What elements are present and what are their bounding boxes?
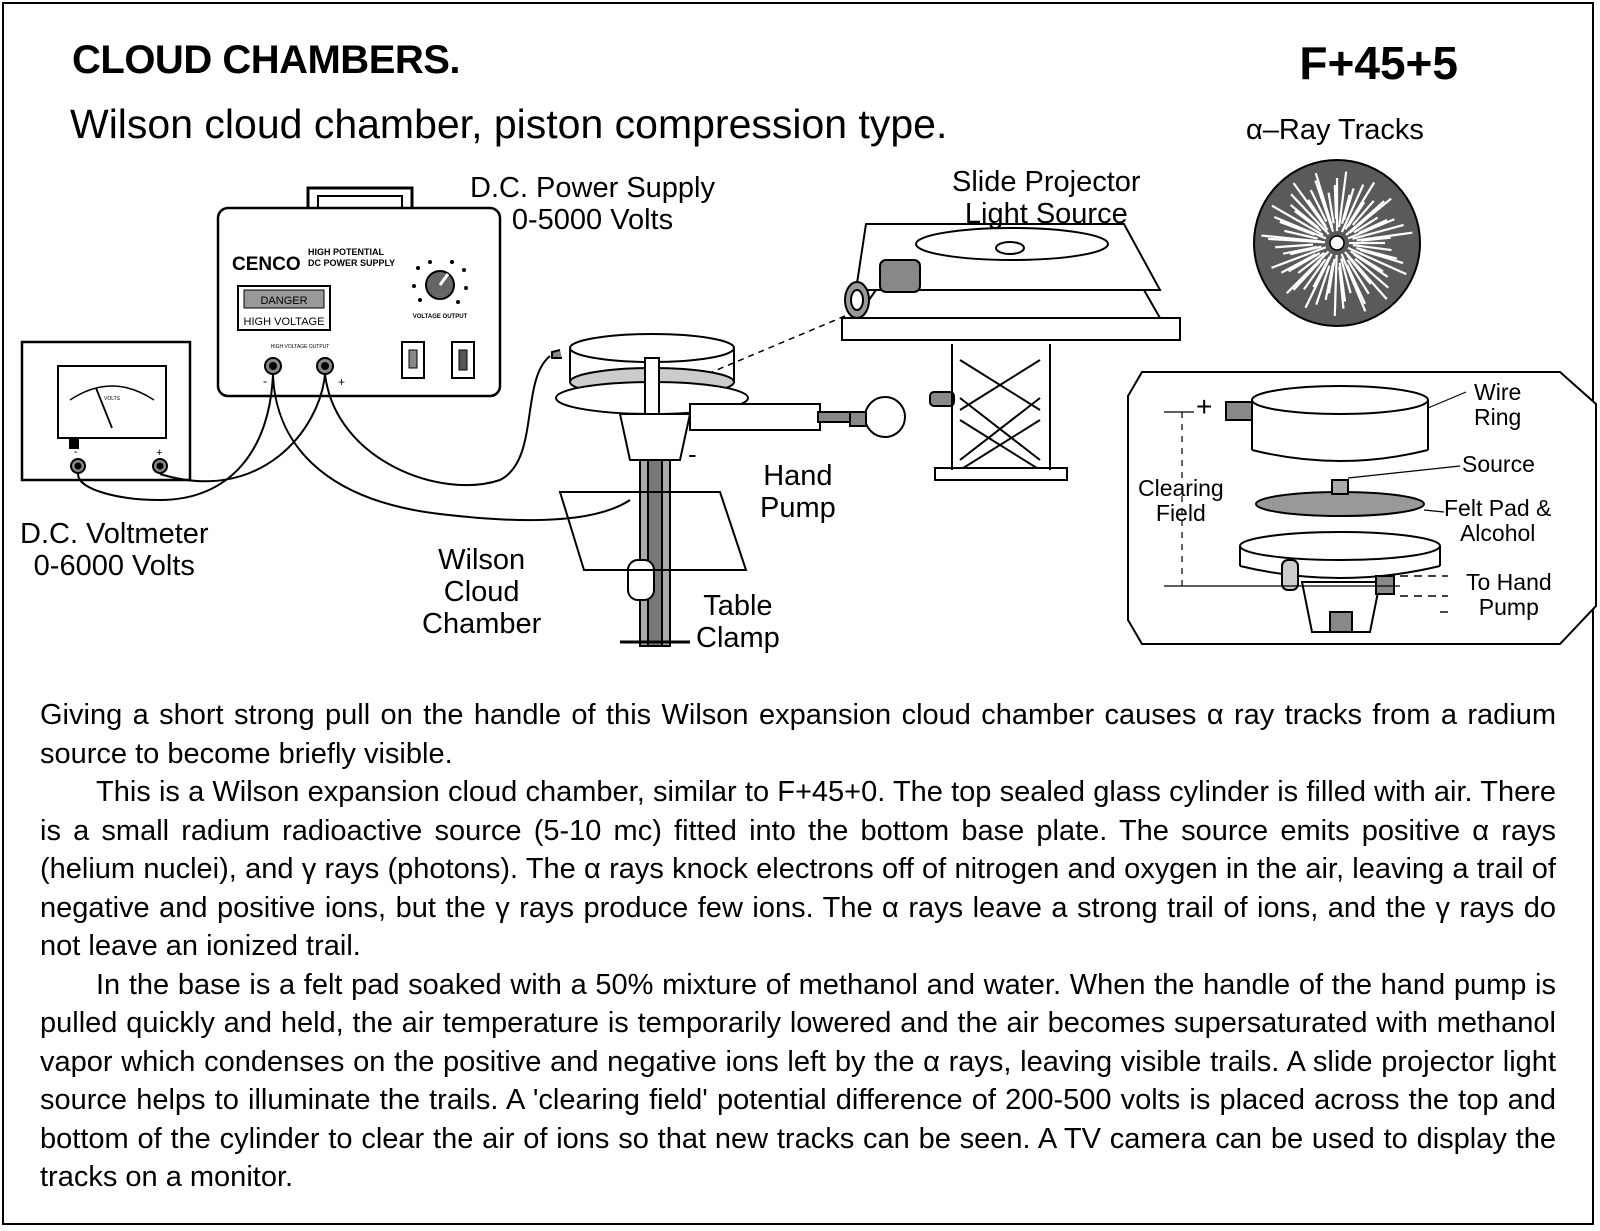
voltmeter-box	[20, 340, 192, 482]
alpha-track-line	[1297, 251, 1326, 274]
alpha-track-line	[1353, 253, 1389, 278]
label-alpha-tracks: α–Ray Tracks	[1246, 114, 1424, 146]
alpha-track-line	[1352, 243, 1392, 252]
inset-felt-pad: Felt Pad &Alcohol	[1444, 495, 1552, 546]
alpha-track-line	[1279, 220, 1315, 236]
alpha-track-line	[1348, 197, 1392, 234]
alpha-track-line	[1273, 215, 1327, 240]
alpha-track-line	[1338, 266, 1345, 309]
ps-output-label: HIGH VOLTAGE OUTPUT	[271, 344, 330, 350]
alpha-track-line	[1312, 256, 1331, 288]
alpha-track-line	[1347, 201, 1366, 227]
alpha-track-line	[1360, 236, 1391, 242]
alpha-track-line	[1314, 172, 1334, 229]
inset-source: Source	[1462, 451, 1535, 477]
alpha-track-line	[1347, 246, 1407, 276]
alpha-track-line	[1340, 253, 1367, 312]
vm-plus: +	[156, 447, 162, 459]
alpha-track-line	[1290, 193, 1330, 236]
alpha-track-line	[1333, 254, 1338, 317]
alpha-track-line	[1354, 257, 1389, 289]
projector	[841, 223, 1181, 481]
alpha-track-line	[1307, 199, 1327, 227]
alpha-track-line	[1271, 204, 1324, 236]
power-supply-box	[216, 186, 502, 398]
inset-plus: +	[1196, 391, 1213, 422]
ps-danger: DANGER	[260, 295, 307, 307]
ps-model-1: HIGH POTENTIAL	[308, 247, 385, 257]
alpha-track-line	[1303, 258, 1327, 291]
wilson-chamber	[551, 333, 906, 647]
vm-unit: VOLTS	[104, 396, 121, 402]
alpha-track-line	[1286, 250, 1330, 294]
ps-high-voltage: HIGH VOLTAGE	[244, 316, 325, 328]
paragraph-1: Giving a short strong pull on the handle…	[40, 699, 1556, 770]
alpha-track-line	[1356, 231, 1413, 242]
alpha-track-line	[1282, 245, 1318, 255]
alpha-track-line	[1333, 185, 1338, 220]
alpha-track-line	[1315, 265, 1331, 305]
alpha-track-line	[1275, 243, 1314, 249]
alpha-track-line	[1340, 184, 1365, 233]
ps-plus: +	[338, 375, 345, 389]
page-title: CLOUD CHAMBERS.	[72, 38, 461, 82]
alpha-track-line	[1346, 259, 1370, 295]
alpha-tracks-disc	[1253, 159, 1421, 327]
alpha-track-line	[1289, 204, 1320, 229]
alpha-track-line	[1351, 200, 1375, 226]
page-subtitle: Wilson cloud chamber, piston compression…	[70, 101, 948, 147]
alpha-track-line	[1352, 223, 1404, 240]
alpha-track-line	[1358, 219, 1388, 234]
alpha-track-line	[1284, 229, 1318, 240]
alpha-track-line	[1346, 254, 1372, 285]
vm-minus: -	[74, 446, 78, 458]
inset-detail	[1127, 371, 1597, 645]
alpha-track-line	[1280, 253, 1317, 274]
alpha-track-line	[1347, 218, 1395, 240]
label-minus: -	[688, 439, 697, 469]
description: Giving a short strong pull on the handle…	[40, 696, 1556, 1197]
demo-code: F+45+5	[1299, 37, 1458, 89]
apparatus-illustration: CENCO HIGH POTENTIAL DC POWER SUPPLY DAN…	[20, 159, 1597, 647]
ps-model-2: DC POWER SUPPLY	[308, 258, 395, 268]
ps-minus: -	[263, 374, 267, 388]
alpha-track-line	[1353, 216, 1379, 234]
paragraph-2: This is a Wilson expansion cloud chamber…	[40, 776, 1556, 962]
alpha-track-line	[1261, 234, 1322, 243]
paragraph-3: In the base is a felt pad soaked with a …	[40, 968, 1556, 1194]
alpha-track-line	[1346, 264, 1366, 305]
alpha-track-line	[1292, 259, 1322, 291]
alpha-track-line	[1324, 262, 1335, 301]
alpha-track-line	[1271, 246, 1327, 269]
ps-brand: CENCO	[232, 254, 301, 275]
alpha-track-line	[1359, 248, 1404, 265]
alpha-track-line	[1337, 171, 1348, 228]
alpha-track-line	[1309, 189, 1328, 222]
alpha-track-line	[1340, 258, 1352, 294]
wires	[77, 355, 631, 522]
alpha-track-line	[1327, 192, 1335, 224]
alpha-track-line	[1342, 188, 1355, 221]
ps-knob-label: VOLTAGE OUTPUT	[413, 314, 468, 320]
